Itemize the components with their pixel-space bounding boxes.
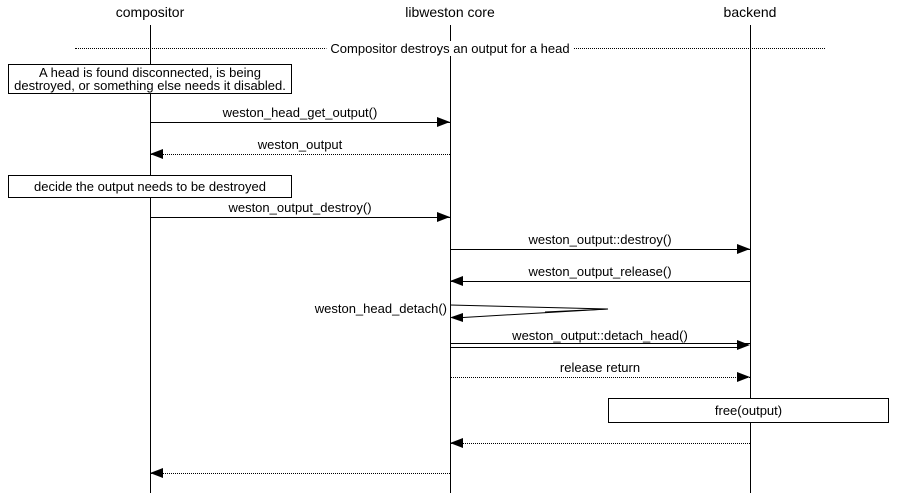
section-divider-label: Compositor destroys an output for a head [326,41,574,56]
arrowhead-right-icon [737,372,750,382]
message-line-weston-output-destroy [150,217,450,218]
actor-label-backend: backend [723,4,777,20]
message-line-weston-output-detach-head-bottom [450,347,737,348]
actor-label-compositor: compositor [115,4,185,20]
lifeline-compositor [150,25,151,493]
actor-label-libweston-core: libweston core [405,4,495,20]
message-line-return-to-libweston [450,443,750,444]
message-label-weston-output-destroy: weston_output_destroy() [228,200,372,215]
message-label-weston-output: weston_output [257,137,343,152]
message-label-weston-output-detach-head: weston_output::detach_head() [512,328,688,343]
arrowhead-left-icon [450,438,463,448]
message-label-release-return: release return [559,360,641,375]
lifeline-backend [750,25,751,493]
arrowhead-right-icon [737,244,750,254]
message-label-weston-output-coloncolon-destroy: weston_output::destroy() [528,232,672,247]
self-message-loop [450,304,609,322]
message-line-weston-output [150,154,450,155]
message-line-release-return [450,377,750,378]
message-label-weston-head-detach: weston_head_detach() [314,301,447,316]
arrowhead-right-icon [437,212,450,222]
message-label-weston-head-get-output: weston_head_get_output() [222,105,378,120]
message-line-weston-output-coloncolon-destroy [450,249,750,250]
note-decide-destroy: decide the output needs to be destroyed [8,175,292,198]
message-label-weston-output-release: weston_output_release() [528,264,672,279]
arrowhead-left-icon [450,313,463,322]
arrowhead-right-icon [437,117,450,127]
message-line-weston-head-get-output [150,122,450,123]
note-free-output: free(output) [608,398,889,423]
arrowhead-left-icon [150,149,163,159]
message-line-weston-output-release [450,281,750,282]
note-head-disconnected: A head is found disconnected, is being d… [8,64,292,94]
arrowhead-left-icon [450,276,463,286]
message-line-weston-output-detach-head-top [450,343,750,344]
arrowhead-left-icon [150,468,163,478]
lifeline-libweston-core [450,25,451,493]
message-line-return-to-compositor [150,473,450,474]
arrowhead-right-icon [737,340,750,350]
